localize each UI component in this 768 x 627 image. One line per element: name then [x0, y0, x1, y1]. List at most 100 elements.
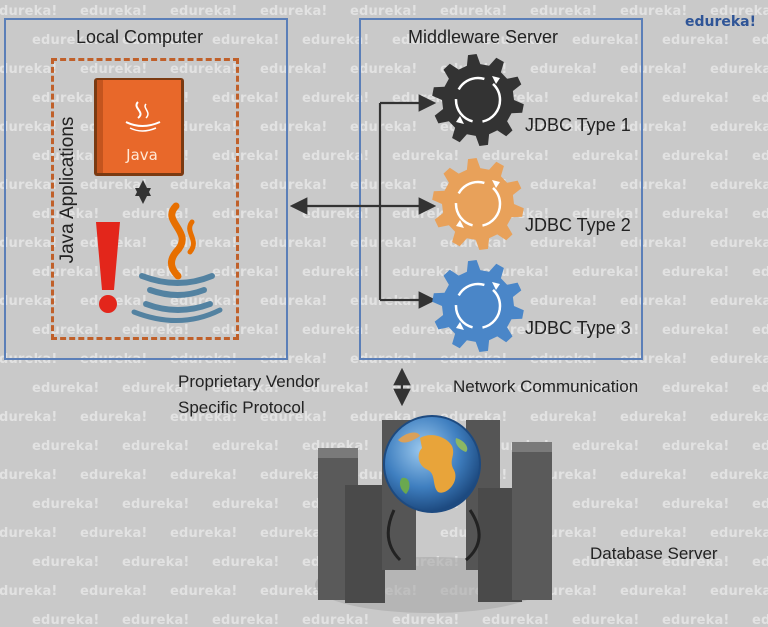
watermark-text: edureka! — [170, 236, 238, 251]
watermark-text: edureka! — [32, 91, 100, 106]
watermark-text: edureka! — [710, 178, 768, 193]
watermark-text: edureka! — [32, 439, 100, 454]
watermark-text: edureka! — [710, 584, 768, 599]
watermark-text: edureka! — [0, 178, 58, 193]
watermark-text: edureka! — [752, 207, 768, 222]
watermark-text: edureka! — [752, 381, 768, 396]
watermark-text: edureka! — [572, 613, 640, 627]
watermark-text: edureka! — [260, 584, 328, 599]
watermark-text: edureka! — [530, 62, 598, 77]
watermark-text: edureka! — [302, 33, 370, 48]
watermark-text: edureka! — [620, 4, 688, 19]
watermark-text: edureka! — [710, 120, 768, 135]
watermark-text: edureka! — [212, 613, 280, 627]
watermark-text: edureka! — [170, 526, 238, 541]
watermark-text: edureka! — [260, 236, 328, 251]
watermark-text: edureka! — [122, 323, 190, 338]
watermark-text: edureka! — [302, 91, 370, 106]
watermark-text: edureka! — [662, 497, 730, 512]
database-server-label: Database Server — [590, 544, 718, 563]
watermark-text: edureka! — [80, 4, 148, 19]
watermark-text: edureka! — [710, 468, 768, 483]
watermark-text: edureka! — [260, 352, 328, 367]
watermark-text: edureka! — [80, 526, 148, 541]
watermark-text: edureka! — [32, 33, 100, 48]
watermark-text: edureka! — [302, 323, 370, 338]
watermark-text: edureka! — [482, 613, 550, 627]
watermark-text: edureka! — [482, 381, 550, 396]
watermark-text: edureka! — [260, 294, 328, 309]
watermark-text: edureka! — [752, 149, 768, 164]
jdbc-type-3-gear-icon — [432, 260, 524, 352]
watermark-text: edureka! — [710, 294, 768, 309]
watermark-text: edureka! — [212, 381, 280, 396]
watermark-text: edureka! — [0, 62, 58, 77]
watermark-text: edureka! — [572, 91, 640, 106]
watermark-text: edureka! — [662, 555, 730, 570]
watermark-text: edureka! — [710, 526, 768, 541]
watermark-text: edureka! — [350, 4, 418, 19]
watermark-text: edureka! — [572, 207, 640, 222]
watermark-text: edureka! — [170, 4, 238, 19]
watermark-text: edureka! — [302, 381, 370, 396]
watermark-text: edureka! — [530, 120, 598, 135]
watermark-text: edureka! — [752, 555, 768, 570]
watermark-text: edureka! — [122, 381, 190, 396]
watermark-text: edureka! — [170, 178, 238, 193]
jdbc-type-1-gear-icon — [432, 54, 524, 146]
watermark-text: edureka! — [572, 323, 640, 338]
watermark-text: edureka! — [212, 323, 280, 338]
watermark-text: edureka! — [482, 33, 550, 48]
watermark-text: edureka! — [80, 468, 148, 483]
watermark-text: edureka! — [32, 149, 100, 164]
watermark-text: edureka! — [122, 439, 190, 454]
watermark-text: edureka! — [260, 62, 328, 77]
network-communication-label: Network Communication — [453, 377, 639, 396]
watermark-text: edureka! — [122, 613, 190, 627]
watermark-text: edureka! — [260, 526, 328, 541]
watermark-text: edureka! — [662, 149, 730, 164]
watermark-text: edureka! — [212, 91, 280, 106]
watermark-text: edureka! — [350, 294, 418, 309]
watermark-text: edureka! — [710, 4, 768, 19]
jdbc-type-2-gear-icon — [432, 158, 524, 250]
jdbc-type-2-label: JDBC Type 2 — [525, 215, 631, 235]
brand-logo: edureka! — [684, 14, 756, 30]
watermark-text: edureka! — [620, 468, 688, 483]
watermark-text: edureka! — [572, 555, 640, 570]
watermark-text: edureka! — [170, 294, 238, 309]
watermark-text: edureka! — [0, 526, 58, 541]
watermark-text: edureka! — [662, 323, 730, 338]
watermark-text: edureka! — [212, 555, 280, 570]
watermark-text: edureka! — [530, 294, 598, 309]
watermark-text: edureka! — [620, 352, 688, 367]
watermark-text: edureka! — [0, 294, 58, 309]
watermark-text: edureka! — [32, 265, 100, 280]
watermark-text: edureka! — [572, 381, 640, 396]
java-cup-logo — [131, 202, 223, 323]
watermark-text: edureka! — [710, 410, 768, 425]
jdbc-type-3-label: JDBC Type 3 — [525, 318, 631, 338]
watermark-text: edureka! — [752, 439, 768, 454]
watermark-text: edureka! — [170, 410, 238, 425]
watermark-text: edureka! — [260, 4, 328, 19]
watermark-text: edureka! — [212, 265, 280, 280]
watermark-text: edureka! — [350, 236, 418, 251]
watermark-text: edureka! — [212, 497, 280, 512]
watermark-text: edureka! — [80, 178, 148, 193]
watermark-text: edureka! — [392, 33, 460, 48]
local-computer-title: Local Computer — [76, 27, 204, 47]
watermark-text: edureka! — [662, 439, 730, 454]
watermark-text: edureka! — [170, 584, 238, 599]
watermark-text: edureka! — [440, 4, 508, 19]
watermark-text: edureka! — [122, 33, 190, 48]
watermark-text: edureka! — [392, 613, 460, 627]
java-book-label: Java — [125, 146, 158, 164]
watermark-text: edureka! — [572, 439, 640, 454]
watermark-text: edureka! — [80, 62, 148, 77]
watermark-text: edureka! — [32, 381, 100, 396]
watermark-text: edureka! — [620, 236, 688, 251]
watermark-text: edureka! — [482, 149, 550, 164]
watermark-text: edureka! — [620, 178, 688, 193]
watermark-text: edureka! — [302, 149, 370, 164]
